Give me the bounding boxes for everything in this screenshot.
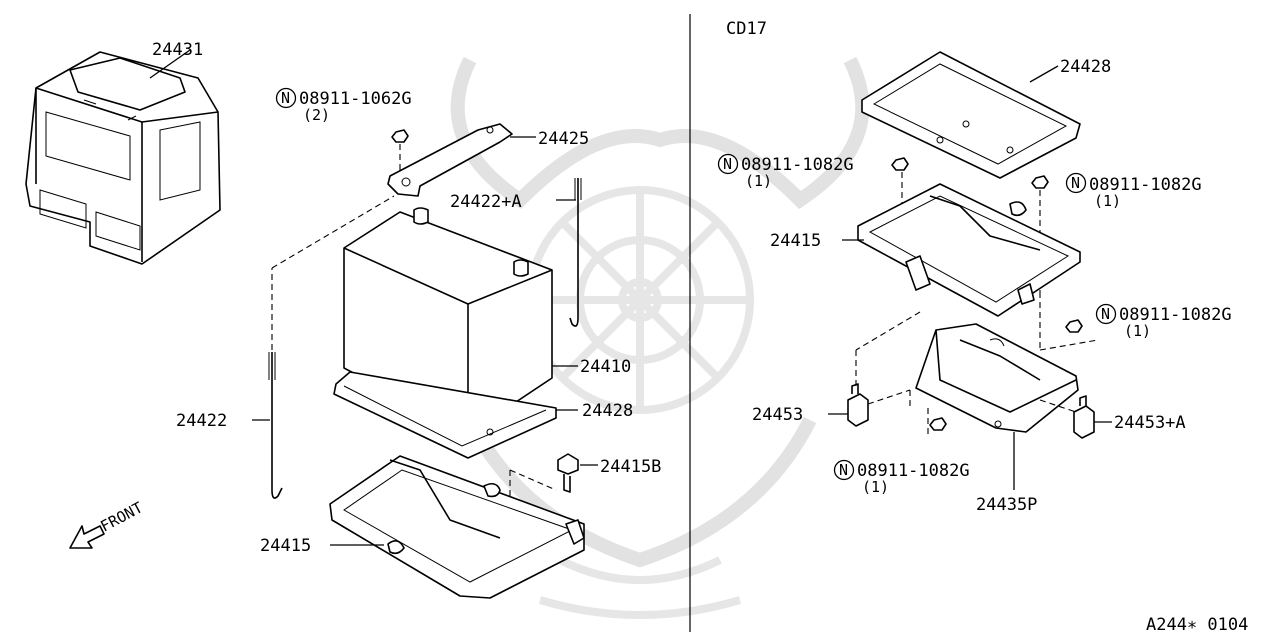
nut-icon [391, 129, 409, 143]
label-24415B: 24415B [600, 457, 661, 477]
label-qty-2: (2) [303, 106, 330, 124]
battery-drawing [343, 207, 553, 435]
label-08911-1082G-d: 08911-1082G [857, 461, 970, 481]
label-24428-right: 24428 [1060, 57, 1111, 77]
nut-symbol-letter: N [723, 155, 732, 173]
label-24428-left: 24428 [582, 401, 633, 421]
bolt-drawing [557, 453, 579, 493]
label-08911-1082G-a: 08911-1082G [741, 155, 854, 175]
nut-icon [891, 157, 909, 171]
label-24410: 24410 [580, 357, 631, 377]
nut-icon [1065, 319, 1083, 333]
label-qty-1-b: (1) [1094, 192, 1121, 210]
label-qty-1-a: (1) [745, 172, 772, 190]
nut-icon [929, 417, 947, 431]
label-08911-1062G: 08911-1062G [299, 89, 412, 109]
tray-drawing-left [329, 455, 585, 599]
label-24425: 24425 [538, 129, 589, 149]
label-24453-a: 24453+A [1114, 413, 1186, 433]
front-arrow-icon [69, 525, 105, 549]
label-24431: 24431 [152, 40, 203, 60]
figure-code: A244∗ 0104 [1146, 615, 1248, 635]
support-drawing [915, 323, 1079, 433]
nut-symbol-circle [717, 153, 739, 175]
label-24422-a: 24422+A [450, 192, 522, 212]
label-24415-left: 24415 [260, 536, 311, 556]
label-24415-right: 24415 [770, 231, 821, 251]
nut-symbol-circle [1065, 172, 1087, 194]
rod-a-drawing [569, 178, 582, 327]
tray-pad-drawing-right [861, 51, 1081, 179]
label-qty-1-d: (1) [862, 478, 889, 496]
clip-drawing [847, 383, 869, 427]
clip-a-drawing [1073, 395, 1095, 439]
nut-symbol-circle [275, 87, 297, 109]
rod-drawing [268, 352, 283, 499]
label-08911-1082G-b: 08911-1082G [1089, 175, 1202, 195]
nut-symbol-letter: N [1101, 305, 1110, 323]
battery-cover-drawing [25, 51, 221, 265]
nut-symbol-letter: N [839, 461, 848, 479]
nut-symbol-letter: N [281, 89, 290, 107]
label-24453: 24453 [752, 405, 803, 425]
nut-symbol-letter: N [1071, 174, 1080, 192]
bracket-drawing [387, 123, 513, 197]
tray-pad-drawing-left [333, 371, 557, 459]
label-08911-1082G-c: 08911-1082G [1119, 305, 1232, 325]
label-24435P: 24435P [976, 495, 1037, 515]
nut-icon [1031, 175, 1049, 189]
tray-drawing-right [857, 183, 1081, 317]
label-qty-1-c: (1) [1124, 322, 1151, 340]
variant-label: CD17 [726, 19, 767, 39]
nut-symbol-circle [1095, 303, 1117, 325]
nut-symbol-circle [833, 459, 855, 481]
label-24422: 24422 [176, 411, 227, 431]
front-label: FRONT [97, 498, 145, 535]
